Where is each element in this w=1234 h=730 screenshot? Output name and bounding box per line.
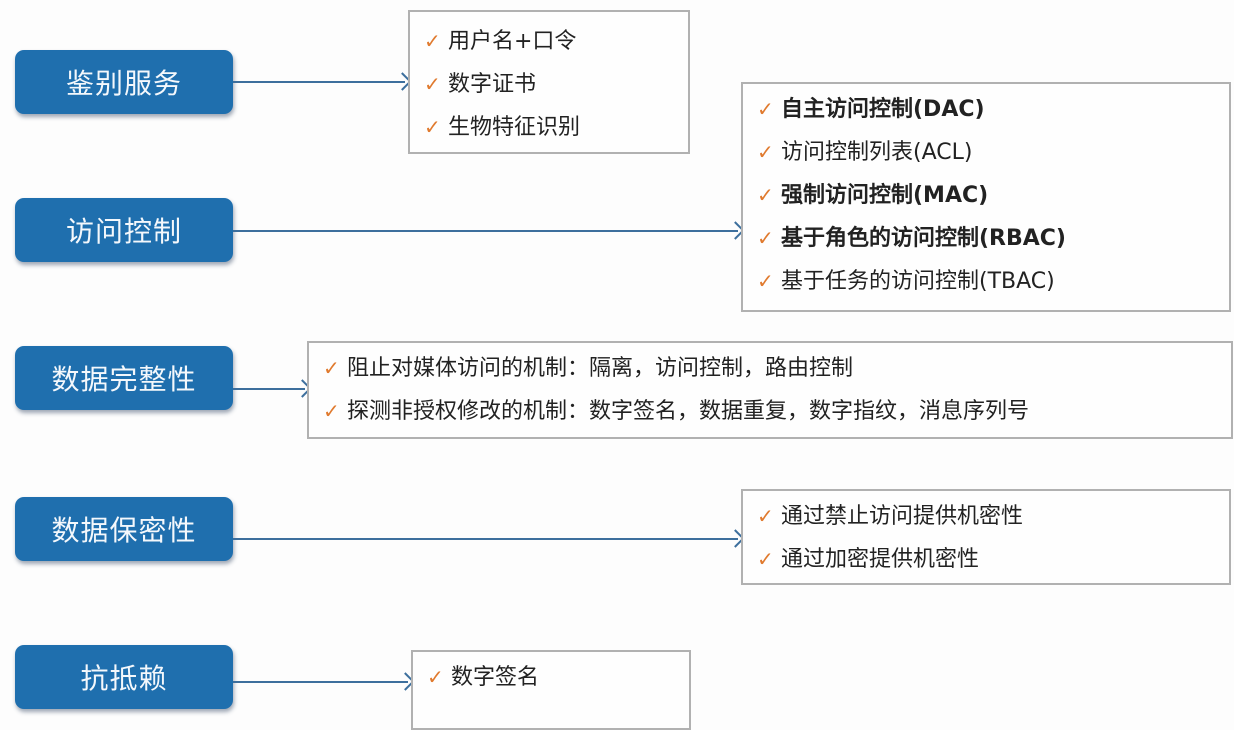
check-icon: ✓ xyxy=(323,356,340,380)
check-icon: ✓ xyxy=(757,183,774,207)
check-icon: ✓ xyxy=(757,504,774,528)
node-data-confidentiality: 数据保密性 xyxy=(15,497,233,561)
check-icon: ✓ xyxy=(323,399,340,423)
node-access-control: 访问控制 xyxy=(15,198,233,262)
connector-arrow xyxy=(233,230,738,232)
list-item: ✓自主访问控制(DAC) xyxy=(757,88,1229,131)
check-icon: ✓ xyxy=(427,665,444,689)
list-item: ✓阻止对媒体访问的机制：隔离，访问控制，路由控制 xyxy=(323,347,1231,390)
check-icon: ✓ xyxy=(424,29,441,53)
list-item: ✓通过加密提供机密性 xyxy=(757,538,1229,581)
node-label: 访问控制 xyxy=(65,215,182,248)
node-label: 鉴别服务 xyxy=(65,67,182,100)
list-item: ✓强制访问控制(MAC) xyxy=(757,174,1229,217)
item-box-data-integrity: ✓阻止对媒体访问的机制：隔离，访问控制，路由控制 ✓探测非授权修改的机制：数字签… xyxy=(307,341,1233,439)
check-icon: ✓ xyxy=(757,140,774,164)
connector-arrow xyxy=(233,681,408,683)
node-authentication: 鉴别服务 xyxy=(15,50,233,114)
node-non-repudiation: 抗抵赖 xyxy=(15,645,233,709)
list-item: ✓访问控制列表(ACL) xyxy=(757,131,1229,174)
check-icon: ✓ xyxy=(424,115,441,139)
check-icon: ✓ xyxy=(757,226,774,250)
check-icon: ✓ xyxy=(757,269,774,293)
list-item: ✓基于任务的访问控制(TBAC) xyxy=(757,260,1229,303)
list-item: ✓通过禁止访问提供机密性 xyxy=(757,495,1229,538)
node-label: 抗抵赖 xyxy=(80,662,168,695)
list-item: ✓探测非授权修改的机制：数字签名，数据重复，数字指纹，消息序列号 xyxy=(323,390,1231,433)
check-icon: ✓ xyxy=(757,97,774,121)
check-icon: ✓ xyxy=(757,547,774,571)
connector-arrow xyxy=(233,538,738,540)
list-item: ✓用户名+口令 xyxy=(424,20,688,63)
item-box-authentication: ✓用户名+口令 ✓数字证书 ✓生物特征识别 xyxy=(408,10,690,154)
item-box-non-repudiation: ✓数字签名 xyxy=(411,650,691,730)
item-box-access-control: ✓自主访问控制(DAC) ✓访问控制列表(ACL) ✓强制访问控制(MAC) ✓… xyxy=(741,82,1231,312)
connector-arrow xyxy=(233,388,305,390)
list-item: ✓基于角色的访问控制(RBAC) xyxy=(757,217,1229,260)
node-data-integrity: 数据完整性 xyxy=(15,346,233,410)
node-label: 数据保密性 xyxy=(51,514,197,547)
list-item: ✓生物特征识别 xyxy=(424,106,688,149)
list-item: ✓数字证书 xyxy=(424,63,688,106)
check-icon: ✓ xyxy=(424,72,441,96)
item-box-data-confidentiality: ✓通过禁止访问提供机密性 ✓通过加密提供机密性 xyxy=(741,489,1231,585)
connector-arrow xyxy=(233,81,405,83)
list-item: ✓数字签名 xyxy=(427,656,689,699)
node-label: 数据完整性 xyxy=(51,363,197,396)
